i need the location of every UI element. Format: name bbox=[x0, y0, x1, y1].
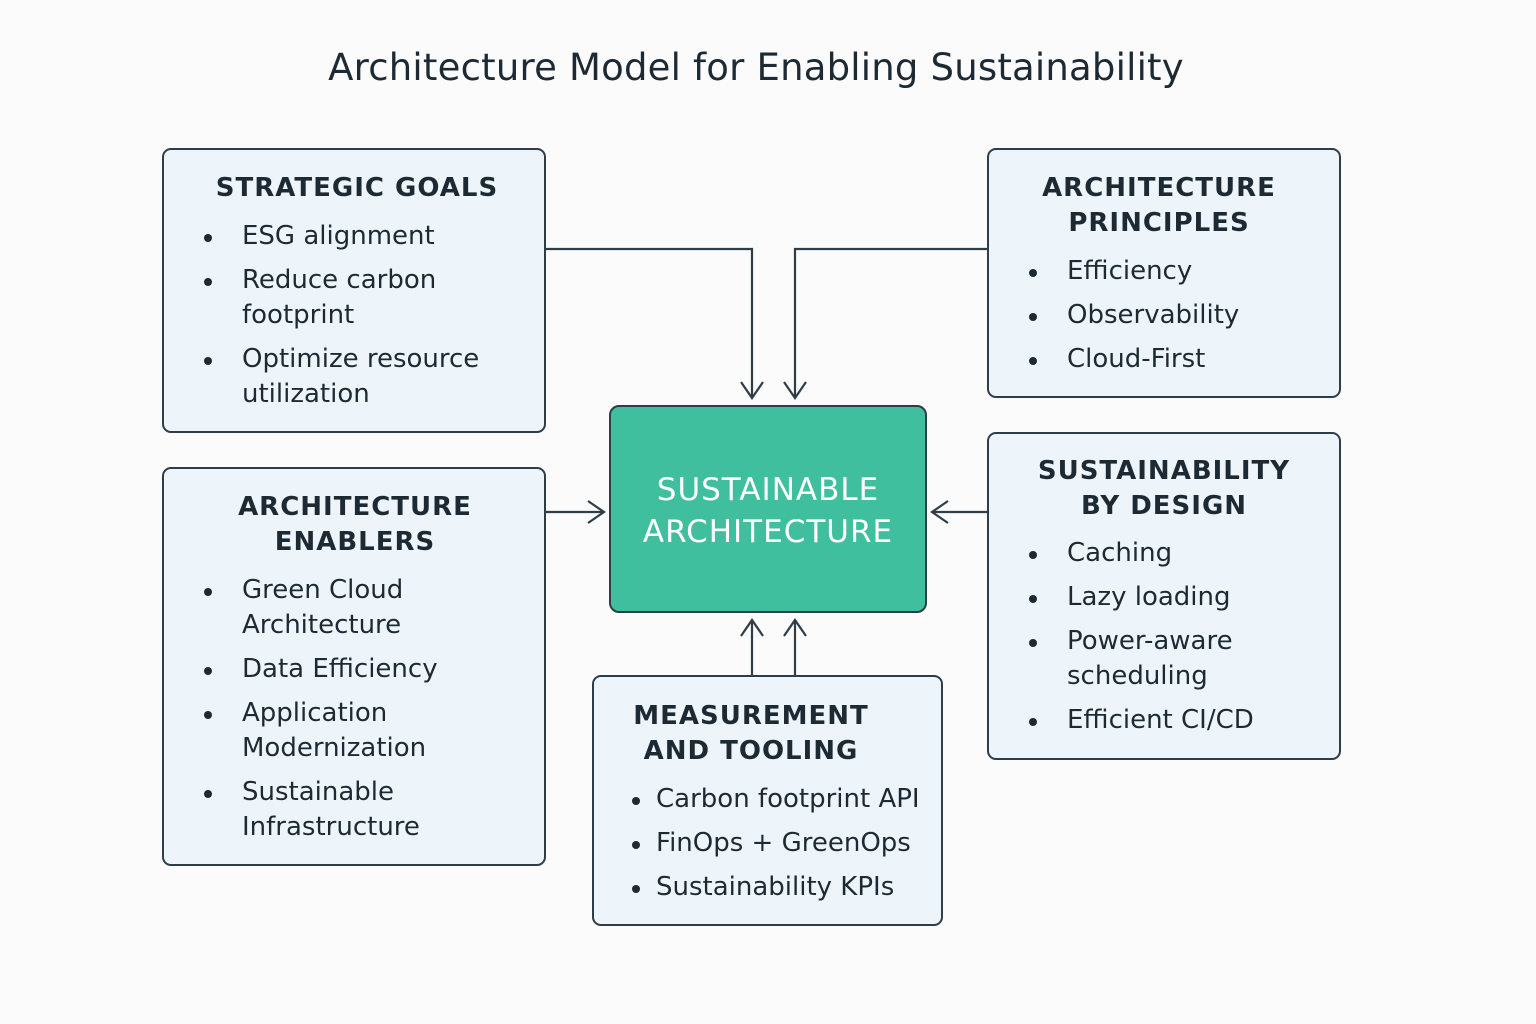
architecture-principles-title: ARCHITECTURE PRINCIPLES bbox=[1042, 173, 1276, 238]
architecture-enablers-title: ARCHITECTURE ENABLERS bbox=[238, 492, 472, 557]
list-item: Data Efficiency bbox=[202, 652, 438, 687]
list-item: FinOps + GreenOps bbox=[630, 826, 920, 861]
architecture-principles-box: ARCHITECTURE PRINCIPLES Efficiency Obser… bbox=[987, 148, 1341, 398]
measurement-and-tooling-list: Carbon footprint API FinOps + GreenOps S… bbox=[630, 782, 920, 914]
measurement-and-tooling-title: MEASUREMENT AND TOOLING bbox=[633, 701, 869, 766]
measurement-and-tooling-box: MEASUREMENT AND TOOLING Carbon footprint… bbox=[592, 675, 943, 926]
strategic-goals-box: STRATEGIC GOALS ESG alignment Reduce car… bbox=[162, 148, 546, 433]
strategic-goals-title: STRATEGIC GOALS bbox=[215, 173, 499, 203]
list-item: Caching bbox=[1027, 536, 1254, 571]
list-item: Lazy loading bbox=[1027, 580, 1254, 615]
arrow-strategic-goals-to-center bbox=[546, 247, 764, 400]
sustainable-architecture-label: SUSTAINABLE ARCHITECTURE bbox=[642, 472, 894, 550]
list-item: Sustainability KPIs bbox=[630, 870, 920, 905]
diagram-title: Architecture Model for Enabling Sustaina… bbox=[328, 46, 1184, 89]
list-item: Carbon footprint API bbox=[630, 782, 920, 817]
list-item: Efficiency bbox=[1027, 254, 1239, 289]
list-item: ESG alignment bbox=[202, 219, 479, 254]
list-item: Cloud-First bbox=[1027, 342, 1239, 377]
sustainability-by-design-title: SUSTAINABILITY BY DESIGN bbox=[1037, 456, 1291, 521]
sustainability-by-design-box: SUSTAINABILITY BY DESIGN Caching Lazy lo… bbox=[987, 432, 1341, 760]
list-item: Efficient CI/CD bbox=[1027, 703, 1254, 738]
architecture-principles-list: Efficiency Observability Cloud-First bbox=[1027, 254, 1239, 386]
arrow-principles-to-center bbox=[783, 247, 987, 400]
sustainable-architecture-node: SUSTAINABLE ARCHITECTURE bbox=[609, 405, 927, 613]
list-item: Observability bbox=[1027, 298, 1239, 333]
